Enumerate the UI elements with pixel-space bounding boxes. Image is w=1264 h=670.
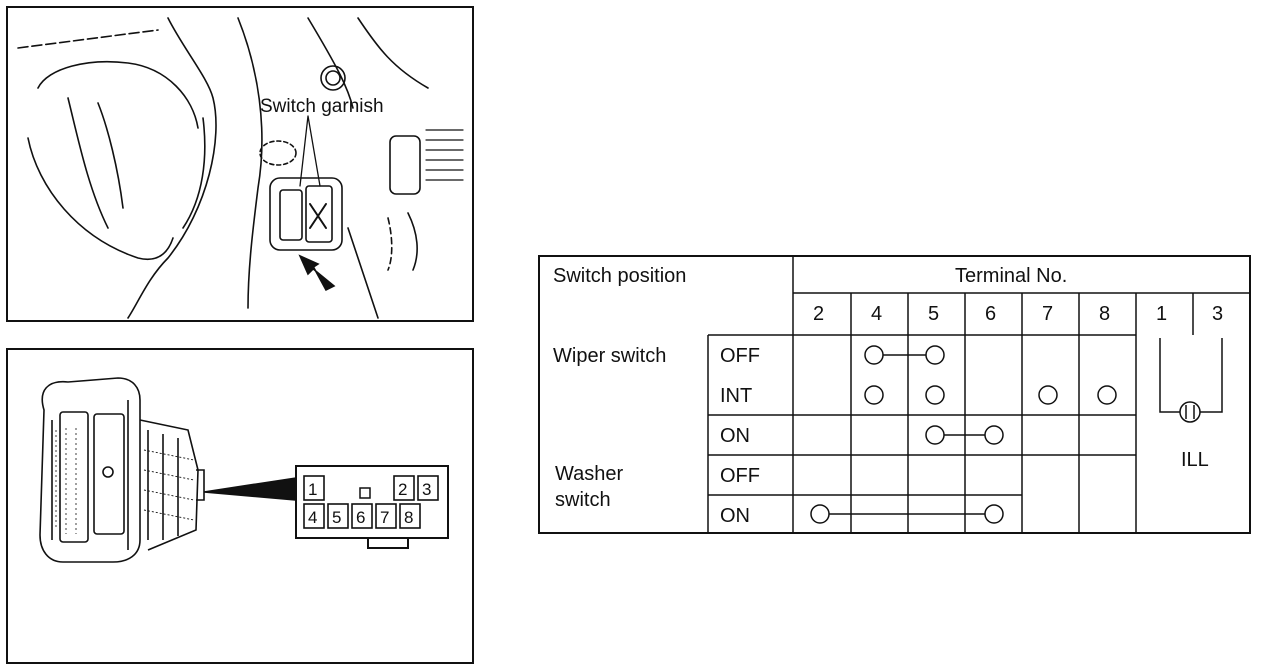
terminal-5: 5 (928, 303, 939, 325)
steering-wheel-rim (127, 17, 217, 319)
lamp-icon (1159, 338, 1223, 423)
pin-label-5: 5 (332, 508, 341, 527)
table-border (538, 255, 1251, 534)
terminal-7: 7 (1042, 303, 1053, 325)
dash-top-line (17, 29, 159, 49)
terminal-4: 4 (871, 303, 882, 325)
node-off-4 (864, 345, 884, 365)
lamp-label: ILL (1181, 449, 1209, 471)
switch-garnish-label: Switch garnish (260, 96, 384, 117)
round-knob (320, 65, 346, 91)
connector-face: 1 2 3 4 5 6 7 8 (295, 465, 449, 549)
pin-label-7: 7 (380, 508, 389, 527)
position-washer-off: OFF (720, 465, 760, 487)
switch-body-drawing: 1 2 3 4 5 6 7 8 (39, 377, 449, 563)
node-int-5 (925, 385, 945, 405)
pin-label-6: 6 (356, 508, 365, 527)
pointer-wedge (203, 477, 297, 501)
position-wiper-int: INT (720, 385, 752, 407)
group-washer-line2: switch (555, 489, 611, 511)
terminal-2: 2 (813, 303, 824, 325)
node-on-5 (925, 425, 945, 445)
node-washer-2 (810, 504, 830, 524)
terminal-3: 3 (1212, 303, 1223, 325)
position-washer-on: ON (720, 505, 750, 527)
node-int-7 (1038, 385, 1058, 405)
wiper-knob (59, 411, 89, 543)
position-wiper-on: ON (720, 425, 750, 447)
group-washer-line1: Washer (555, 463, 624, 485)
switch-garnish (269, 177, 343, 251)
group-wiper-switch: Wiper switch (553, 345, 666, 367)
node-washer-6 (984, 504, 1004, 524)
pin-label-3: 3 (422, 480, 431, 499)
node-int-8 (1097, 385, 1117, 405)
node-off-5 (925, 345, 945, 365)
pin-label-8: 8 (404, 508, 413, 527)
switch-location-illustration: Switch garnish (6, 6, 474, 322)
steering-wheel-spoke (37, 60, 199, 129)
header-terminal-no: Terminal No. (955, 265, 1067, 287)
pin-label-4: 4 (308, 508, 317, 527)
terminal-8: 8 (1099, 303, 1110, 325)
switch-housing (39, 377, 141, 563)
arrow-icon (298, 254, 336, 292)
switch-connector-illustration: 1 2 3 4 5 6 7 8 (6, 348, 474, 664)
header-switch-position: Switch position (553, 265, 686, 287)
terminal-6: 6 (985, 303, 996, 325)
position-wiper-off: OFF (720, 345, 760, 367)
terminal-1: 1 (1156, 303, 1167, 325)
pin-label-2: 2 (398, 480, 407, 499)
pin-label-1: 1 (308, 480, 317, 499)
node-int-4 (864, 385, 884, 405)
dashboard-drawing: Switch garnish (17, 17, 464, 319)
washer-knob (93, 413, 125, 535)
node-on-6 (984, 425, 1004, 445)
air-vent (389, 135, 421, 195)
